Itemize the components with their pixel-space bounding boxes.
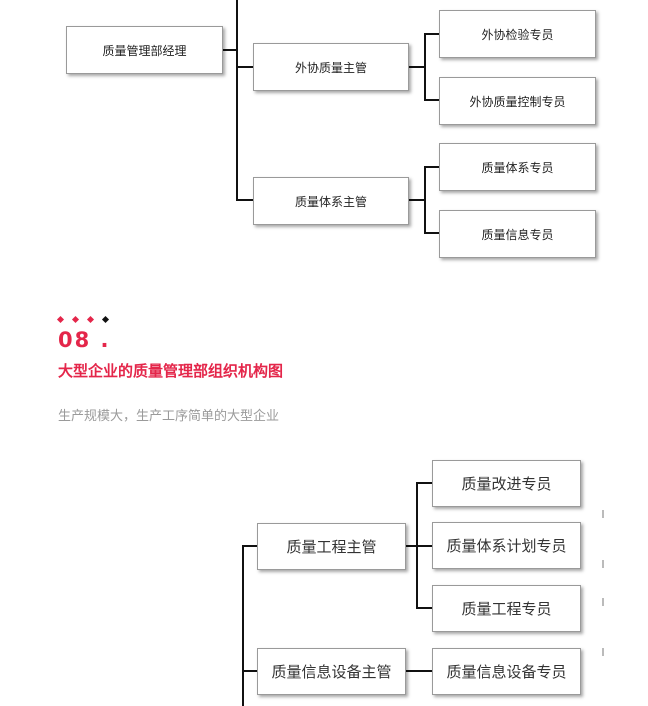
connector <box>406 670 432 672</box>
connector <box>424 33 426 101</box>
divider <box>602 648 604 656</box>
dot-icon <box>101 315 110 324</box>
org-box-staff: 外协检验专员 <box>439 10 596 58</box>
dot-icon <box>56 315 65 324</box>
connector <box>424 232 439 234</box>
decorative-dots <box>56 315 118 325</box>
org-box-staff: 外协质量控制专员 <box>439 77 596 125</box>
org-box-staff: 质量信息专员 <box>439 210 596 258</box>
divider <box>602 510 604 518</box>
section-number: 08 . <box>58 328 111 352</box>
connector <box>223 49 237 51</box>
connector <box>424 166 426 234</box>
connector <box>424 33 439 35</box>
connector <box>406 545 417 547</box>
org-box-manager: 外协质量主管 <box>253 43 409 91</box>
connector <box>409 66 425 68</box>
connector <box>242 545 244 706</box>
connector <box>416 607 432 609</box>
connector <box>236 199 253 201</box>
org-box-manager: 质量体系主管 <box>253 177 409 225</box>
connector <box>424 166 439 168</box>
connector <box>236 0 238 200</box>
section-subtitle: 生产规模大，生产工序简单的大型企业 <box>58 409 280 424</box>
divider <box>602 560 604 568</box>
connector <box>242 670 257 672</box>
connector <box>409 199 425 201</box>
section-title: 大型企业的质量管理部组织机构图 <box>58 362 284 380</box>
divider <box>602 598 604 606</box>
connector <box>416 482 432 484</box>
org-box-root: 质量管理部经理 <box>66 26 223 74</box>
org-box-staff: 质量改进专员 <box>432 460 581 507</box>
dot-icon <box>86 315 95 324</box>
org-box-manager: 质量工程主管 <box>257 523 406 570</box>
org-box-staff: 质量体系计划专员 <box>432 522 581 569</box>
connector <box>416 545 432 547</box>
org-box-staff: 质量体系专员 <box>439 143 596 191</box>
dot-icon <box>71 315 80 324</box>
org-box-manager: 质量信息设备主管 <box>257 648 406 695</box>
connector <box>242 545 257 547</box>
org-box-staff: 质量信息设备专员 <box>432 648 581 695</box>
connector <box>236 66 253 68</box>
connector <box>424 99 439 101</box>
org-box-staff: 质量工程专员 <box>432 585 581 632</box>
